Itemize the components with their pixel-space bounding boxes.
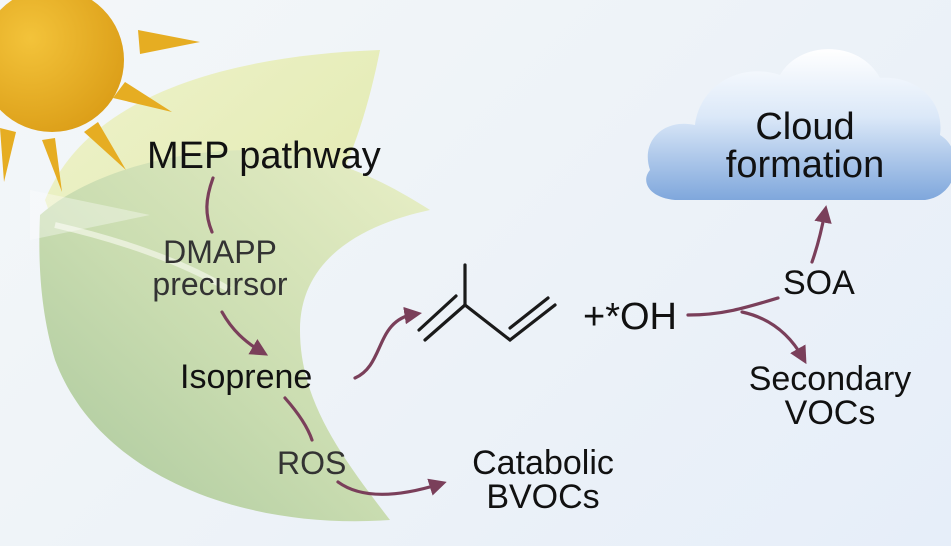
sun-ray [0, 128, 16, 182]
double-bond-b-inner [508, 296, 550, 330]
double-bond-a-inner [417, 294, 458, 332]
label-secondary-vocs: Secondary VOCs [715, 362, 945, 430]
double-bond-b [508, 303, 557, 342]
label-catabolic-line2: BVOCs [486, 478, 600, 516]
label-catabolic-line1: Catabolic [472, 444, 614, 482]
arrow-oh-line [686, 296, 780, 317]
label-ros: ROS [277, 445, 347, 481]
label-mep-pathway: MEP pathway [147, 135, 381, 177]
label-dmapp-line2: precursor [152, 266, 288, 302]
label-dmapp-precursor: DMAPP precursor [120, 236, 320, 300]
label-dmapp-line1: DMAPP [163, 234, 277, 270]
arrow-ros-to-catabolic [336, 478, 447, 496]
leaf-front [39, 150, 430, 522]
arrow-soa-to-cloud [810, 205, 832, 264]
leaf-vein [54, 222, 232, 293]
sun-disc [0, 0, 124, 132]
sun-ray [113, 82, 172, 112]
cloud-shape [646, 49, 951, 200]
single-bond [463, 303, 512, 342]
arrow-precursor-to-isoprene [220, 310, 269, 356]
label-cloud-line1: Cloud [755, 106, 855, 148]
sun-ray [138, 30, 200, 54]
label-oh-radical: +*OH [583, 296, 677, 338]
cloud-icon [646, 49, 951, 200]
arrow-isoprene-to-molecule [353, 306, 422, 380]
label-soa: SOA [783, 264, 855, 302]
leaf-light-ray [30, 190, 150, 240]
sun-ray [84, 122, 126, 170]
sun-icon [0, 0, 200, 192]
arrow-mep-to-dmapp [205, 176, 215, 234]
label-cloud-formation: Cloud formation [690, 108, 920, 184]
label-secondary-line1: Secondary [748, 360, 912, 398]
leaf-icon [30, 50, 430, 522]
label-catabolic-bvocs: Catabolic BVOCs [443, 446, 643, 514]
double-bond-a [423, 303, 467, 342]
label-isoprene: Isoprene [180, 358, 313, 396]
arrow-branch-to-secondary [740, 310, 807, 365]
label-secondary-line2: VOCs [784, 394, 876, 432]
sun-ray [42, 138, 62, 192]
arrow-isoprene-to-ros [283, 396, 314, 442]
isoprene-molecule [417, 263, 557, 342]
label-cloud-line2: formation [725, 144, 885, 186]
